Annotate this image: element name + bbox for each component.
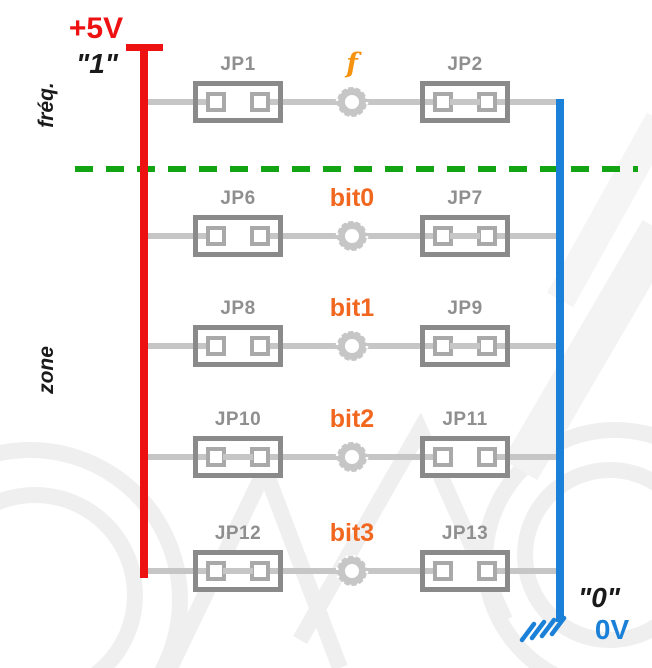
jumper-shunt (450, 343, 480, 349)
pin-pad (206, 226, 226, 246)
section-divider-dashed-line (75, 166, 638, 172)
jumper-label-jp10: JP10 (214, 409, 262, 430)
pin-stub (425, 454, 434, 460)
pin-pad (477, 561, 497, 581)
jumper-block-jp6 (193, 215, 283, 257)
jumper-block-jp9 (420, 325, 510, 367)
jumper-shunt (450, 99, 480, 105)
ground-symbol-icon (519, 615, 567, 643)
signal-label-f: f (346, 48, 358, 79)
jumper-block-jp8 (193, 325, 283, 367)
jumper-row-f: JP1 f JP2 (0, 48, 652, 152)
pin-stub (496, 233, 505, 239)
pin-pad (250, 561, 270, 581)
jumper-shunt (450, 233, 480, 239)
logic-low-label: "0" (577, 582, 621, 613)
jumper-row-bit2: JP10 bit2 JP11 (0, 405, 652, 507)
jumper-block-jp13 (420, 550, 510, 592)
pin-stub (425, 233, 434, 239)
pin-stub (198, 454, 207, 460)
pin-stub (198, 99, 207, 105)
pin-stub (198, 233, 207, 239)
pin-pad (250, 447, 270, 467)
pin-pad (433, 561, 453, 581)
jumper-row-bit1: JP8 bit1 JP9 (0, 294, 652, 396)
solder-node-icon (335, 440, 369, 474)
pin-stub (496, 568, 505, 574)
solder-node-icon (335, 554, 369, 588)
jumper-label-jp1: JP1 (220, 54, 256, 75)
section-label-zone: zone (35, 346, 58, 394)
pin-pad (477, 92, 497, 112)
pin-pad (477, 447, 497, 467)
pin-stub (269, 568, 278, 574)
signal-label-bit2: bit2 (329, 405, 375, 433)
pin-stub (496, 99, 505, 105)
jumper-label-jp8: JP8 (220, 298, 256, 319)
ground-voltage-label: 0V (594, 614, 630, 645)
supply-rail (140, 46, 148, 578)
pin-stub (496, 454, 505, 460)
pin-pad (477, 336, 497, 356)
jumper-block-jp1 (193, 81, 283, 123)
signal-label-bit1: bit1 (329, 294, 375, 322)
jumper-row-bit0: JP6 bit0 JP7 (0, 184, 652, 286)
jumper-label-jp9: JP9 (447, 298, 483, 319)
pin-stub (496, 343, 505, 349)
pin-stub (269, 454, 278, 460)
jumper-block-jp11 (420, 436, 510, 478)
pin-pad (250, 226, 270, 246)
signal-label-bit3: bit3 (329, 519, 375, 547)
pin-stub (269, 233, 278, 239)
section-label-freq: fréq. (35, 82, 58, 128)
jumper-row-bit3: JP12 bit3 JP13 (0, 519, 652, 621)
jumper-block-jp10 (193, 436, 283, 478)
pin-stub (198, 343, 207, 349)
jumper-label-jp13: JP13 (441, 523, 489, 544)
pin-pad (477, 226, 497, 246)
supply-voltage-label: +5V (68, 12, 124, 45)
jumper-shunt (223, 454, 253, 460)
pin-stub (425, 568, 434, 574)
pin-pad (250, 336, 270, 356)
jumper-label-jp6: JP6 (220, 188, 256, 209)
logic-high-label: "1" (75, 48, 119, 79)
jumper-block-jp2 (420, 81, 510, 123)
solder-node-icon (335, 85, 369, 119)
jumper-label-jp11: JP11 (442, 409, 488, 430)
jumper-label-jp2: JP2 (447, 54, 483, 75)
pin-stub (198, 568, 207, 574)
solder-node-icon (335, 219, 369, 253)
pin-pad (206, 92, 226, 112)
ground-rail (556, 99, 564, 622)
pin-stub (269, 99, 278, 105)
jumper-block-jp12 (193, 550, 283, 592)
pin-pad (433, 447, 453, 467)
jumper-label-jp12: JP12 (214, 523, 262, 544)
pin-stub (425, 343, 434, 349)
solder-node-icon (335, 329, 369, 363)
jumper-block-jp7 (420, 215, 510, 257)
jumper-label-jp7: JP7 (447, 188, 483, 209)
pin-pad (250, 92, 270, 112)
pin-stub (425, 99, 434, 105)
pin-stub (269, 343, 278, 349)
pin-pad (206, 336, 226, 356)
jumper-shunt (223, 568, 253, 574)
signal-label-bit0: bit0 (329, 184, 375, 212)
